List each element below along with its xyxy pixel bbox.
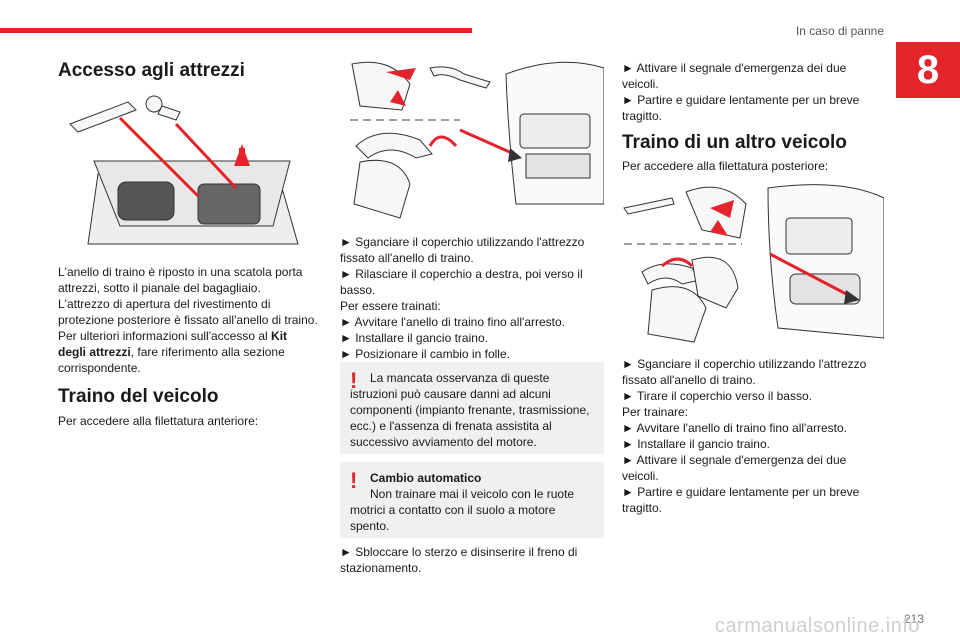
heading-tow-other-vehicle: Traino di un altro veicolo bbox=[622, 132, 847, 153]
step-line: ► Sganciare il coperchio utilizzando l'a… bbox=[340, 235, 585, 249]
warning-line: La mancata osservanza di queste bbox=[370, 371, 550, 385]
step-line: fissato all'anello di traino. bbox=[340, 251, 474, 265]
text-line: attrezzi, sotto il pianale del bagagliai… bbox=[58, 281, 261, 295]
step-line: veicoli. bbox=[622, 77, 659, 91]
warning-line: motrici a contatto con il suolo a motore bbox=[350, 503, 556, 517]
step-line: ► Avvitare l'anello di traino fino all'a… bbox=[622, 421, 848, 435]
step-line: ► Partire e guidare lentamente per un br… bbox=[622, 485, 860, 499]
warning-line: istruzioni può causare danni ad alcuni bbox=[350, 387, 551, 401]
step-line: ► Rilasciare il coperchio a destra, poi … bbox=[340, 267, 583, 281]
section-title: In caso di panne bbox=[795, 24, 884, 38]
rear-tow-cover-illustration bbox=[623, 184, 884, 343]
top-accent-bar bbox=[0, 28, 472, 33]
step-line: tragitto. bbox=[622, 109, 663, 123]
trunk-toolbox-illustration bbox=[58, 84, 320, 252]
heading-vehicle-towing: Traino del veicolo bbox=[58, 386, 219, 407]
step-line: ► Avvitare l'anello di traino fino all'a… bbox=[340, 315, 566, 329]
step-line: veicoli. bbox=[622, 469, 659, 483]
step-line: ► Sganciare il coperchio utilizzando l'a… bbox=[622, 357, 867, 371]
tool-access-text: L'anello di traino è riposto in una scat… bbox=[58, 264, 324, 376]
front-towing-steps: ► Sganciare il coperchio utilizzando l'a… bbox=[340, 234, 606, 362]
text-line: corrispondente. bbox=[58, 361, 141, 375]
warning-box-damage: ! La mancata osservanza di queste istruz… bbox=[340, 362, 604, 454]
step-line: basso. bbox=[340, 283, 376, 297]
text-line: L'attrezzo di apertura del rivestimento … bbox=[58, 297, 271, 311]
warning-line: ecc.) e l'assenza di frenata assistita a… bbox=[350, 419, 552, 433]
rear-thread-intro: Per accedere alla filettatura posteriore… bbox=[622, 159, 829, 173]
chapter-number-badge: 8 bbox=[896, 42, 960, 98]
steering-step: ► Sbloccare lo sterzo e disinserire il f… bbox=[340, 544, 606, 576]
step-line: ► Attivare il segnale d'emergenza dei du… bbox=[622, 453, 847, 467]
step-line: ► Installare il gancio traino. bbox=[622, 437, 770, 451]
tool-kit-reference: Kit bbox=[271, 329, 288, 343]
rear-towing-steps: ► Sganciare il coperchio utilizzando l'a… bbox=[622, 356, 884, 516]
step-line: ► Sbloccare lo sterzo e disinserire il f… bbox=[340, 545, 578, 559]
step-line: Per trainare: bbox=[622, 405, 689, 419]
step-line: ► Tirare il coperchio verso il basso. bbox=[622, 389, 812, 403]
step-line: tragitto. bbox=[622, 501, 663, 515]
warning-line: successivo avviamento del motore. bbox=[350, 435, 537, 449]
step-line: stazionamento. bbox=[340, 561, 422, 575]
warning-line: componenti (impianto frenante, trasmissi… bbox=[350, 403, 590, 417]
watermark: carmanualsonline.info bbox=[714, 615, 920, 637]
warning-title: Cambio automatico bbox=[370, 471, 482, 485]
text-line: Per ulteriori informazioni sull'accesso … bbox=[58, 329, 272, 343]
page-number: 213 bbox=[903, 612, 924, 626]
text-line: protezione posteriore è fissato all'anel… bbox=[58, 313, 318, 327]
text-line: , fare riferimento alla sezione bbox=[130, 345, 285, 359]
front-tow-cover-illustration bbox=[350, 61, 604, 219]
warning-box-automatic: ! Cambio automatico Non trainare mai il … bbox=[340, 462, 604, 538]
tool-kit-reference: degli attrezzi bbox=[58, 345, 131, 359]
warning-exclamation-icon: ! bbox=[350, 368, 358, 393]
step-line: ► Partire e guidare lentamente per un br… bbox=[622, 93, 860, 107]
heading-tool-access: Accesso agli attrezzi bbox=[58, 60, 245, 81]
column3-top-steps: ► Attivare il segnale d'emergenza dei du… bbox=[622, 60, 884, 124]
front-thread-intro: Per accedere alla filettatura anteriore: bbox=[58, 414, 259, 428]
warning-line: spento. bbox=[350, 519, 390, 533]
warning-exclamation-icon: ! bbox=[350, 468, 358, 493]
warning-line: Non trainare mai il veicolo con le ruote bbox=[370, 487, 575, 501]
step-line: ► Installare il gancio traino. bbox=[340, 331, 488, 345]
step-line: ► Posizionare il cambio in folle. bbox=[340, 347, 510, 361]
text-line: L'anello di traino è riposto in una scat… bbox=[58, 265, 303, 279]
step-line: fissato all'anello di traino. bbox=[622, 373, 756, 387]
step-line: Per essere trainati: bbox=[340, 299, 441, 313]
step-line: ► Attivare il segnale d'emergenza dei du… bbox=[622, 61, 847, 75]
